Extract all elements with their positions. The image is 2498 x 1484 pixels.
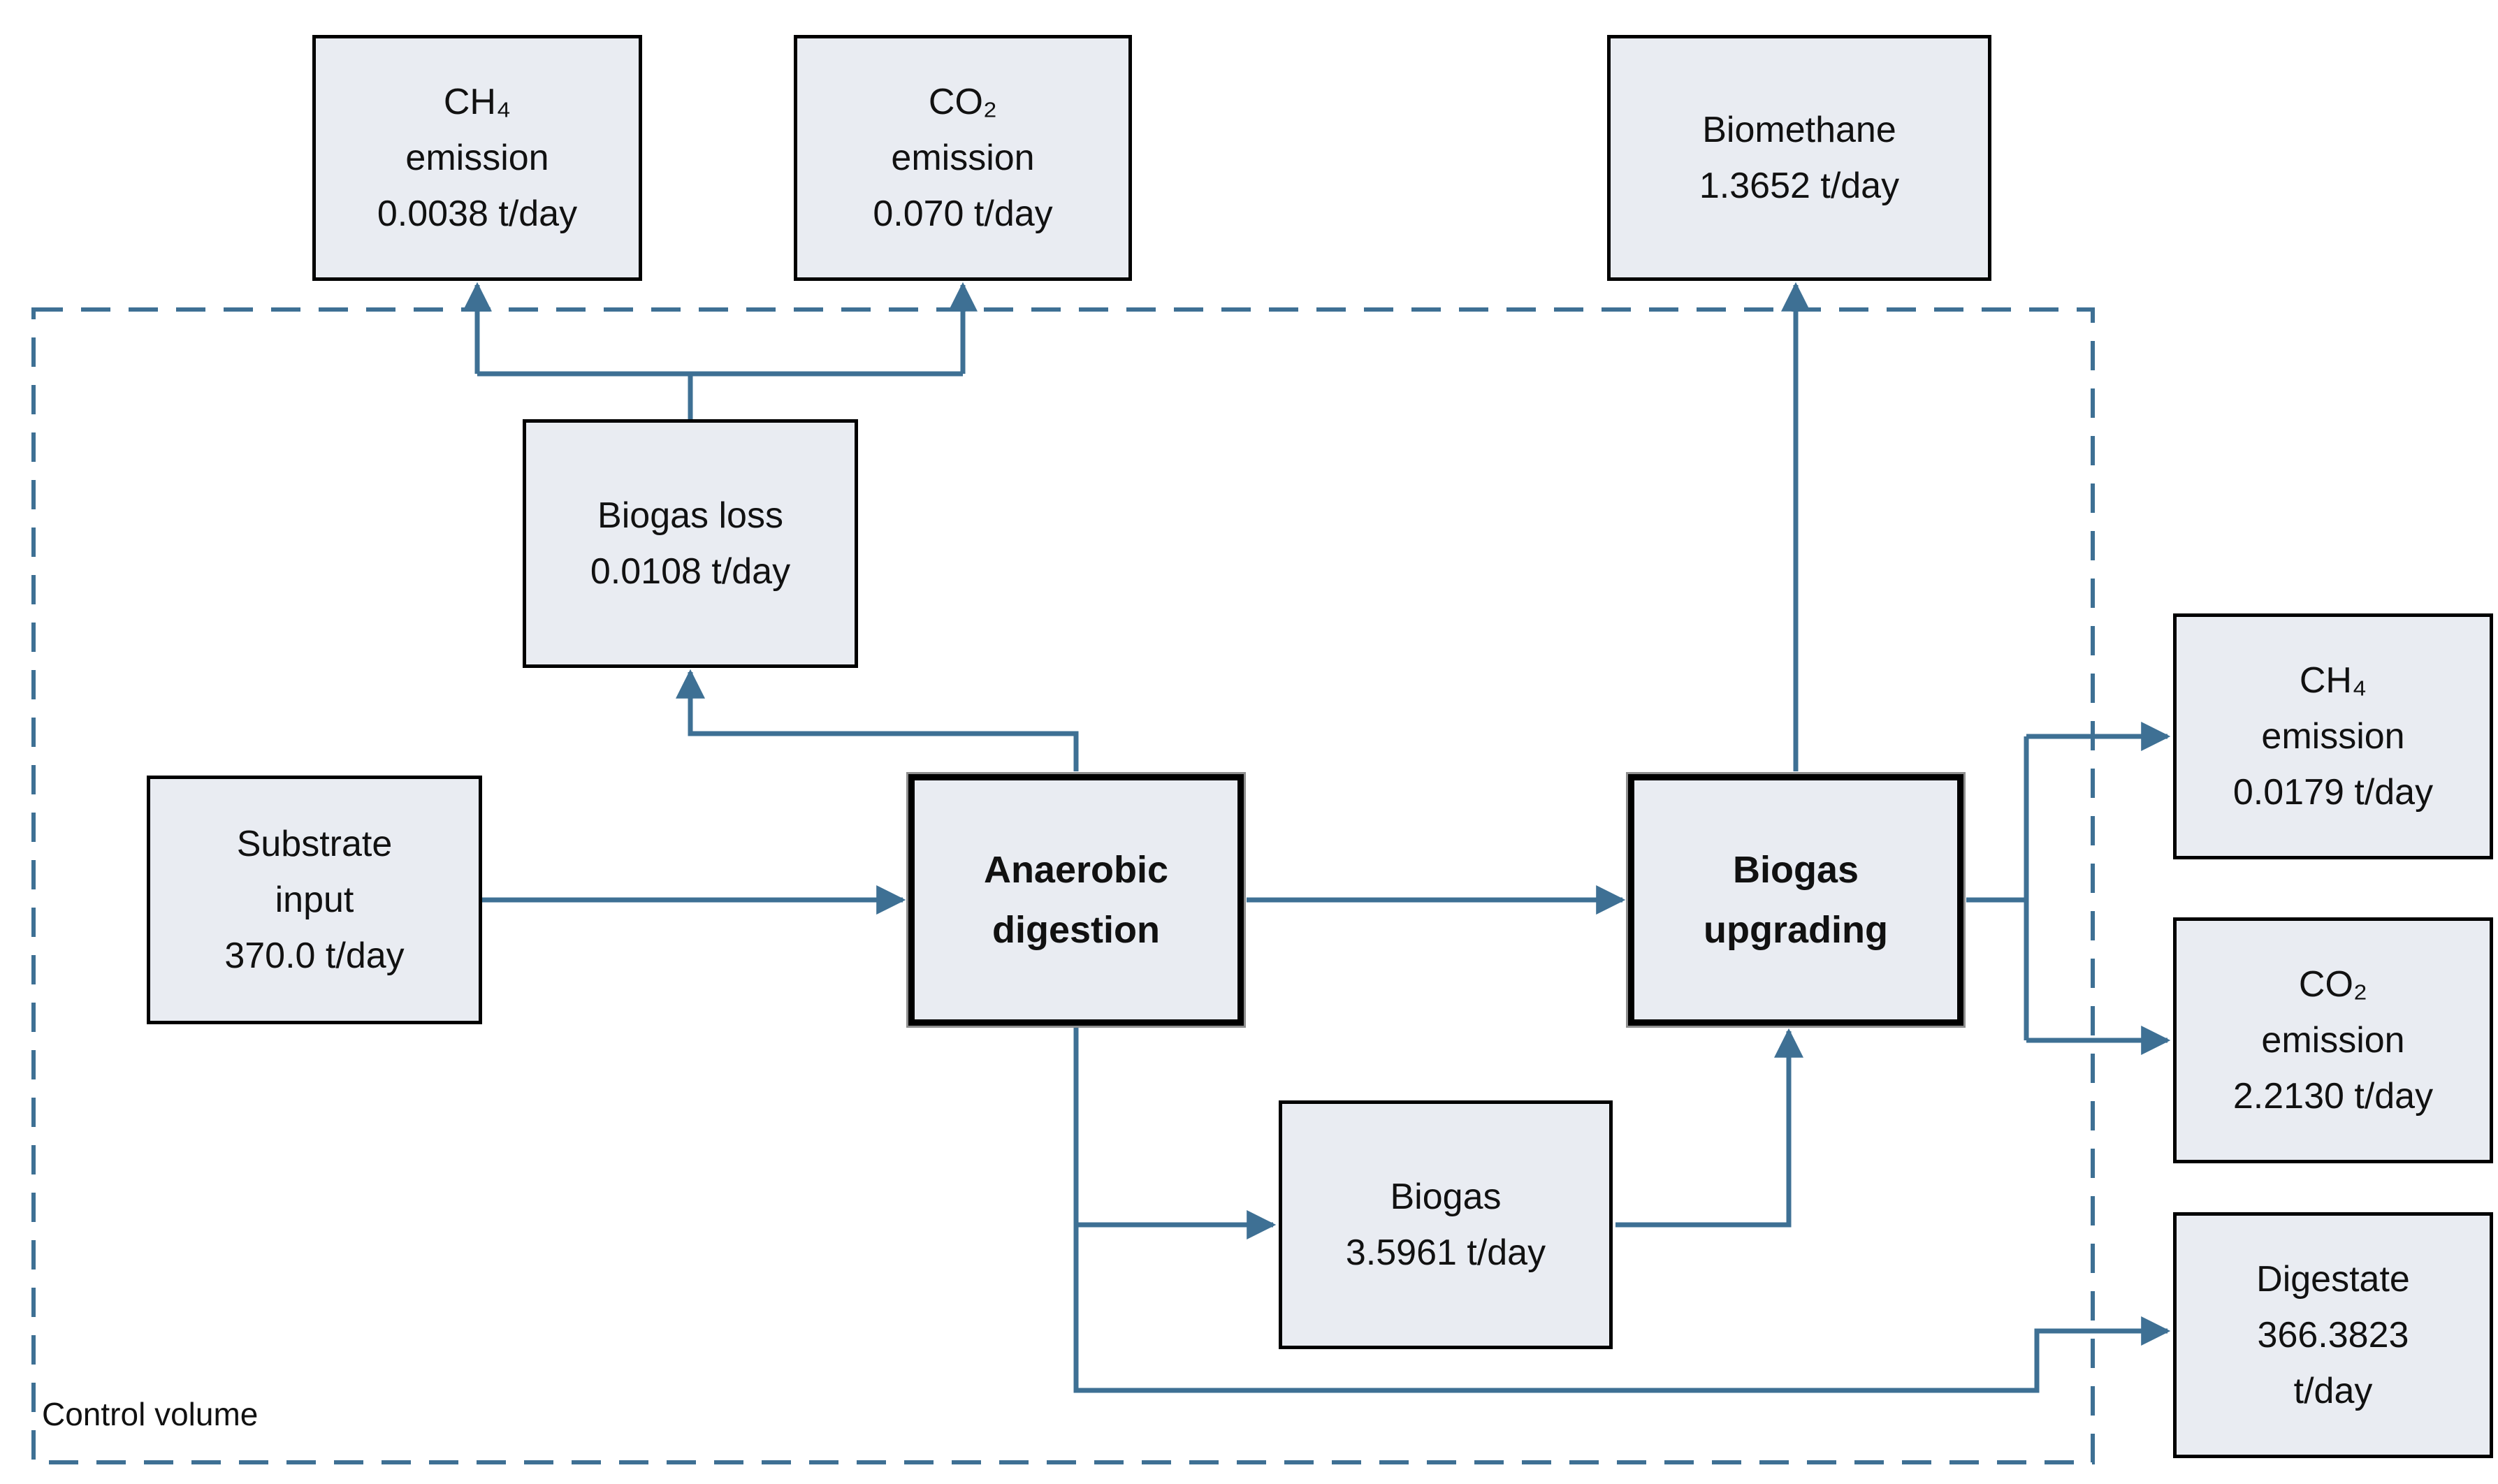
box-biogas-upgrading: Biogas upgrading [1628, 774, 1963, 1026]
box-value: 0.0038 t/day [377, 194, 578, 234]
control-volume-dashed-border [31, 307, 2095, 1464]
box-digestate: Digestate 366.3823 t/day [2173, 1212, 2493, 1458]
box-label: emission [2261, 716, 2405, 757]
box-label: CO₂ [928, 82, 998, 122]
box-value: t/day [2293, 1371, 2373, 1411]
box-value: 0.070 t/day [873, 194, 1053, 234]
line-upgrading-right-split [1966, 736, 2029, 1040]
box-ch4-emission-top: CH₄ emission 0.0038 t/day [312, 35, 642, 281]
box-label: CO₂ [2298, 964, 2368, 1005]
box-label: emission [891, 138, 1035, 178]
arrow-anaerobic-to-digestate [1073, 1027, 2171, 1393]
box-value: 370.0 t/day [224, 936, 405, 976]
box-label: emission [2261, 1020, 2405, 1061]
arrow-biogas-to-upgrading [1615, 1028, 1803, 1228]
box-label: CH₄ [2299, 660, 2367, 701]
box-value: 0.0108 t/day [590, 551, 791, 592]
line-biogas-loss-split [477, 371, 963, 422]
box-co2-emission-top: CO₂ emission 0.070 t/day [794, 35, 1132, 281]
box-label: CH₄ [443, 82, 511, 122]
box-ch4-emission-right: CH₄ emission 0.0179 t/day [2173, 613, 2493, 859]
box-anaerobic-digestion: Anaerobic digestion [908, 774, 1244, 1026]
box-label: Biogas [1732, 849, 1859, 891]
box-label: Biogas [1390, 1177, 1502, 1217]
box-label: emission [405, 138, 549, 178]
box-value: 2.2130 t/day [2232, 1076, 2434, 1116]
box-substrate-input: Substrate input 370.0 t/day [147, 776, 482, 1024]
box-biogas: Biogas 3.5961 t/day [1279, 1100, 1613, 1349]
box-label: digestion [992, 909, 1160, 951]
box-value: 3.5961 t/day [1345, 1232, 1546, 1273]
box-value: 0.0179 t/day [2232, 772, 2434, 813]
box-value: 366.3823 [2257, 1315, 2409, 1355]
box-label: Substrate [236, 824, 393, 864]
box-label: Digestate [2256, 1259, 2410, 1300]
box-label: input [275, 880, 354, 920]
box-label: upgrading [1704, 909, 1888, 951]
box-label: Biogas loss [597, 495, 783, 536]
control-volume-label: Control volume [42, 1396, 259, 1432]
box-label: Anaerobic [983, 849, 1169, 891]
box-biomethane: Biomethane 1.3652 t/day [1607, 35, 1991, 281]
box-biogas-loss: Biogas loss 0.0108 t/day [523, 419, 858, 668]
box-co2-emission-right: CO₂ emission 2.2130 t/day [2173, 917, 2493, 1163]
arrow-anaerobic-to-biogas-loss [676, 669, 1079, 771]
box-value: 1.3652 t/day [1699, 166, 1900, 206]
box-label: Biomethane [1702, 110, 1896, 150]
